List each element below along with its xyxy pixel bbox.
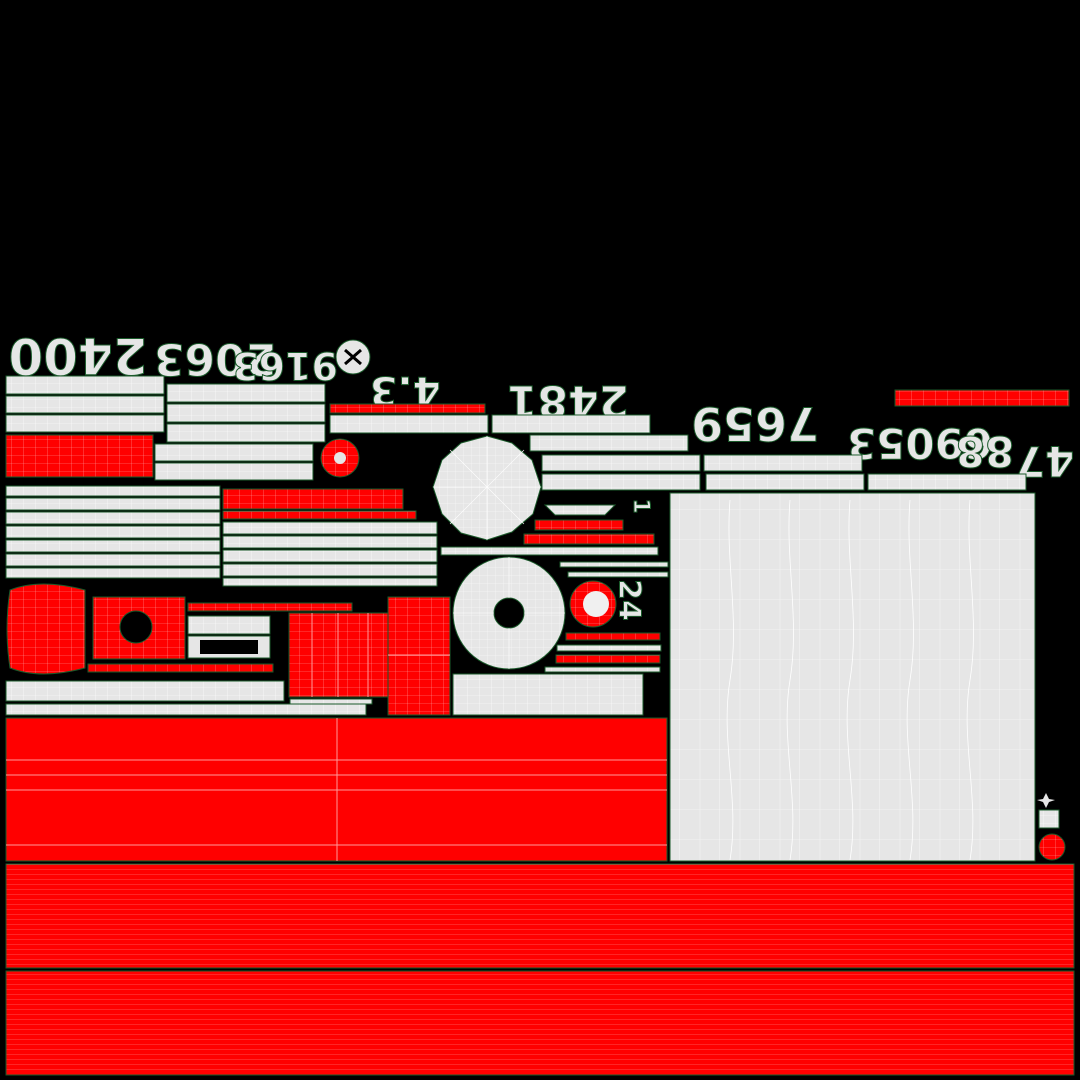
red-strip-under-capsule	[87, 663, 274, 673]
glyph-run-8: 47	[1016, 437, 1074, 486]
light-thin-strip-h	[544, 666, 661, 673]
glyph-run-9: 24	[612, 579, 647, 621]
tiny-light-square	[1038, 809, 1060, 829]
light-block-low-mid	[452, 673, 644, 716]
light-block-low-left	[5, 680, 285, 702]
red-ring-square	[92, 596, 186, 660]
bottom-red-band-lower	[5, 970, 1075, 1076]
small-red-strip-b	[523, 533, 655, 545]
right-light-strips	[529, 434, 1027, 491]
small-light-wedge	[543, 504, 617, 516]
screw-head-island	[335, 339, 371, 375]
red-box-net	[288, 596, 451, 716]
red-ring-small-1	[320, 438, 360, 478]
small-red-strip-a	[534, 519, 624, 531]
small-light-strip-e	[567, 571, 669, 578]
large-red-block	[5, 717, 668, 862]
left-red-block	[5, 434, 154, 478]
red-capsule-island	[6, 583, 86, 675]
left-light-strips	[5, 375, 165, 433]
mid-light-strips	[154, 383, 326, 481]
red-ring-medium	[569, 580, 617, 628]
mid-red-band	[222, 488, 404, 510]
glyph-run-2: 9163	[232, 344, 338, 388]
glyph-run-6: 69053	[847, 419, 993, 468]
red-thin-strip-g	[555, 654, 661, 664]
glyph-run-0: 2400	[8, 327, 147, 385]
glyph-run-10: 1	[628, 498, 653, 513]
light-strip-low-left-thin	[289, 698, 373, 705]
small-light-strip-c	[440, 546, 659, 556]
red-wave-strip	[565, 632, 661, 641]
bottom-red-band-upper	[5, 863, 1075, 969]
light-thin-strip-f	[556, 644, 662, 652]
light-donut	[452, 556, 566, 670]
light-strip-mid-a	[329, 414, 489, 434]
tiny-red-disc	[1038, 833, 1066, 861]
tiny-star-island	[1037, 793, 1055, 808]
glyph-run-1: 2063	[154, 333, 276, 384]
thin-red-strip-1	[329, 403, 486, 414]
glyph-run-5: 7659	[691, 397, 819, 451]
red-strip-thin-2	[187, 602, 353, 612]
mid-light-stack	[222, 521, 438, 587]
light-strip-low-left	[5, 703, 367, 716]
right-top-red-strip	[894, 389, 1070, 407]
light-strip-mid-b	[491, 414, 651, 434]
left-stacked-strips	[5, 485, 221, 579]
glyph-run-7: 88	[956, 427, 1014, 476]
small-bracket-island	[187, 615, 271, 659]
mid-red-thin	[222, 510, 417, 520]
large-panel-curves	[726, 499, 974, 861]
small-light-strip-d	[559, 561, 669, 568]
large-light-disc	[432, 435, 542, 541]
